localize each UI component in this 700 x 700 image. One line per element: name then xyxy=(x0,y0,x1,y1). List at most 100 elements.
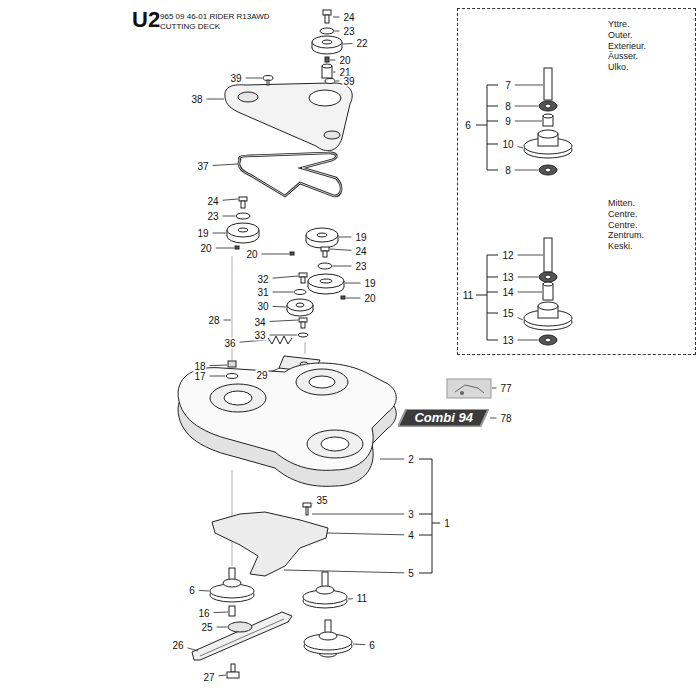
screw xyxy=(325,79,335,84)
callout-number: 24 xyxy=(342,12,355,23)
leader-line xyxy=(273,292,293,293)
leader-line xyxy=(214,612,228,614)
callout-number: 20 xyxy=(199,243,212,254)
callout-number: 14 xyxy=(501,287,514,298)
leader-line xyxy=(336,81,339,82)
spacer-top xyxy=(543,114,553,118)
callout-number: 32 xyxy=(256,274,269,285)
cover-opening xyxy=(309,90,341,106)
spacer-top xyxy=(322,64,332,68)
washer xyxy=(294,290,306,295)
bolt-shank xyxy=(325,15,329,23)
callout-number: 31 xyxy=(256,287,269,298)
leader-line xyxy=(515,170,538,171)
shaft-line xyxy=(305,342,306,354)
pulley xyxy=(308,274,344,288)
callout-number: 4 xyxy=(407,530,415,541)
spindle-hub xyxy=(223,579,241,587)
bearing-bore xyxy=(545,275,551,279)
blade-brace xyxy=(212,512,328,576)
leader-line xyxy=(188,648,198,651)
model-badge: Combi 94 xyxy=(398,409,489,427)
leader-line xyxy=(333,72,335,73)
leader-line xyxy=(273,306,286,308)
idler-pulley xyxy=(287,299,313,311)
housing-hub-top xyxy=(538,302,558,310)
badge-text: Combi 94 xyxy=(398,409,489,427)
leader-line xyxy=(515,85,543,86)
leader-line xyxy=(210,376,225,377)
bolt xyxy=(321,247,329,251)
callout-number: 17 xyxy=(193,371,206,382)
group-bracket xyxy=(476,255,498,340)
leader-line xyxy=(273,276,298,278)
leader-line xyxy=(219,675,226,677)
key xyxy=(325,57,329,62)
pulley xyxy=(227,223,259,237)
badge-shape xyxy=(398,409,489,427)
bolt-shank xyxy=(231,664,235,672)
spring xyxy=(268,336,292,344)
callout-number: 24 xyxy=(206,196,219,207)
callout-number: 11 xyxy=(356,593,368,604)
blade xyxy=(192,612,292,660)
callout-number: 8 xyxy=(504,101,512,112)
callout-number: 11 xyxy=(462,290,474,301)
spindle-shaft xyxy=(544,238,552,272)
spindle-shaft xyxy=(544,68,552,100)
leader-line xyxy=(346,298,360,299)
leader-line xyxy=(312,514,404,515)
leader-line xyxy=(284,570,404,573)
callout-number: 1 xyxy=(443,518,451,529)
callout-number: 5 xyxy=(407,568,415,579)
pulley-hub xyxy=(322,40,332,44)
callout-number: 24 xyxy=(354,246,367,257)
pulley xyxy=(306,228,338,242)
key xyxy=(235,246,239,249)
callout-number: 19 xyxy=(354,232,367,243)
belt xyxy=(239,153,341,196)
leader-line xyxy=(216,248,234,249)
callout-number: 36 xyxy=(223,338,236,349)
callout-number: 13 xyxy=(501,335,514,346)
deck-recess-ring xyxy=(321,437,349,451)
deck-recess-ring xyxy=(224,391,252,405)
callout-number: 23 xyxy=(206,211,219,222)
cutting-deck xyxy=(178,363,396,470)
callout-number: 9 xyxy=(504,116,512,127)
spacer-top xyxy=(543,282,553,286)
callout-number: 35 xyxy=(315,495,328,506)
bolt xyxy=(299,318,307,322)
leader-line xyxy=(518,340,538,341)
pulley-hub xyxy=(320,279,332,283)
callout-number: 19 xyxy=(363,278,376,289)
leader-line xyxy=(333,17,339,18)
callout-number: 33 xyxy=(253,330,266,341)
parts-group xyxy=(178,10,572,678)
callout-number: 15 xyxy=(501,308,514,319)
pulley-hub xyxy=(317,233,327,237)
callout-number: 38 xyxy=(190,94,203,105)
callout-number: 37 xyxy=(196,161,209,172)
leader-line xyxy=(335,31,339,32)
leader-line xyxy=(213,164,238,165)
callout-number: 28 xyxy=(207,315,220,326)
callout-number: 23 xyxy=(354,261,367,272)
callout-number: 39 xyxy=(229,73,242,84)
callout-number: 29 xyxy=(255,370,268,381)
leader-line xyxy=(345,283,360,284)
language-caption: Mitten. Centre. Centre. Zentrum. Keski. xyxy=(608,198,656,252)
key xyxy=(341,296,345,299)
deck-recess xyxy=(296,369,348,395)
callout-number: 19 xyxy=(196,228,209,239)
callout-number: 22 xyxy=(355,38,368,49)
leader-line xyxy=(262,254,289,255)
leader-line xyxy=(223,216,235,217)
bolt xyxy=(239,197,247,201)
washer xyxy=(320,28,334,34)
deck-recess-ring xyxy=(309,376,335,388)
callout-number: 20 xyxy=(363,293,376,304)
pulley-hub xyxy=(296,303,304,307)
